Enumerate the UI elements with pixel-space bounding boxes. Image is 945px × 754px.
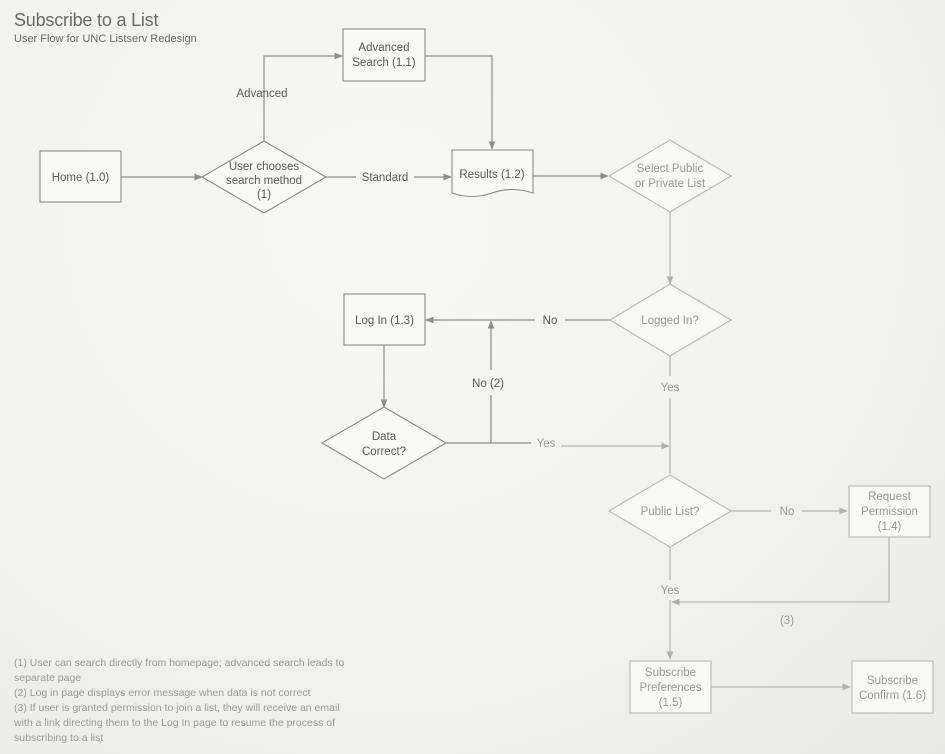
node-advanced-search: Advanced Search (1.1) bbox=[342, 28, 426, 82]
footnote-3: (3) If user is granted permission to joi… bbox=[14, 702, 340, 744]
node-logged-in: Logged In? bbox=[608, 283, 733, 357]
node-subscribe-confirm: Subscribe Confirm (1.6) bbox=[851, 660, 934, 714]
page-title: Subscribe to a List bbox=[14, 10, 159, 30]
node-confirm-line-2: Confirm (1.6) bbox=[859, 690, 926, 702]
node-request-line-1: Request bbox=[868, 491, 912, 503]
node-logged-label: Logged In? bbox=[641, 315, 699, 327]
edge-label-yes-logged: Yes bbox=[661, 382, 680, 394]
node-choose-search-method: User chooses search method (1) bbox=[200, 140, 328, 214]
edge-label-no-public: No bbox=[780, 506, 795, 518]
node-select-line-1: Select Public bbox=[637, 163, 704, 175]
node-request-line-3: (1.4) bbox=[878, 521, 902, 533]
node-advanced-line-1: Advanced bbox=[358, 42, 409, 54]
footnote-2: (2) Log in page displays error message w… bbox=[14, 687, 311, 699]
node-request-permission: Request Permission (1.4) bbox=[848, 485, 931, 538]
node-log-in: Log In (1.3) bbox=[343, 293, 426, 346]
node-confirm-line-1: Subscribe bbox=[867, 675, 918, 687]
node-correct-line-1: Data bbox=[372, 431, 397, 443]
page-subtitle: User Flow for UNC Listserv Redesign bbox=[14, 33, 197, 45]
node-prefs-line-2: Preferences bbox=[639, 682, 701, 694]
node-data-correct: Data Correct? bbox=[320, 406, 448, 480]
edge-label-no-logged: No bbox=[543, 315, 558, 327]
node-select-line-2: or Private List bbox=[635, 178, 706, 190]
edge-label-advanced: Advanced bbox=[236, 88, 287, 100]
node-public-label: Public List? bbox=[641, 506, 700, 518]
node-choose-line-3: (1) bbox=[257, 189, 271, 201]
node-results-label: Results (1.2) bbox=[459, 169, 524, 181]
footnote-1: (1) User can search directly from homepa… bbox=[14, 657, 345, 684]
edge-label-note3: (3) bbox=[780, 615, 794, 627]
node-prefs-line-3: (1.5) bbox=[659, 697, 683, 709]
edge-label-yes-public: Yes bbox=[661, 585, 680, 597]
node-correct-line-2: Correct? bbox=[362, 446, 406, 458]
node-results: Results (1.2) bbox=[451, 149, 534, 198]
node-choose-line-2: search method bbox=[226, 175, 302, 187]
node-home-label: Home (1.0) bbox=[52, 172, 110, 184]
node-prefs-line-1: Subscribe bbox=[645, 667, 696, 679]
node-request-line-2: Permission bbox=[861, 506, 918, 518]
node-public-list: Public List? bbox=[607, 474, 733, 548]
node-subscribe-preferences: Subscribe Preferences (1.5) bbox=[629, 660, 712, 714]
node-choose-line-1: User chooses bbox=[229, 161, 300, 173]
edge-advanced-to-results bbox=[425, 55, 496, 150]
node-home: Home (1.0) bbox=[39, 150, 122, 203]
node-select-list: Select Public or Private List bbox=[607, 139, 733, 213]
node-advanced-line-2: Search (1.1) bbox=[352, 57, 415, 69]
edge-label-yes-correct: Yes bbox=[537, 438, 556, 450]
edge-label-no2: No (2) bbox=[472, 378, 504, 390]
edge-label-standard: Standard bbox=[362, 172, 409, 184]
footnotes: (1) User can search directly from homepa… bbox=[14, 656, 354, 746]
edge-request-to-prefs bbox=[671, 537, 890, 606]
node-login-label: Log In (1.3) bbox=[355, 315, 414, 327]
edge-choose-to-advanced bbox=[263, 52, 343, 141]
